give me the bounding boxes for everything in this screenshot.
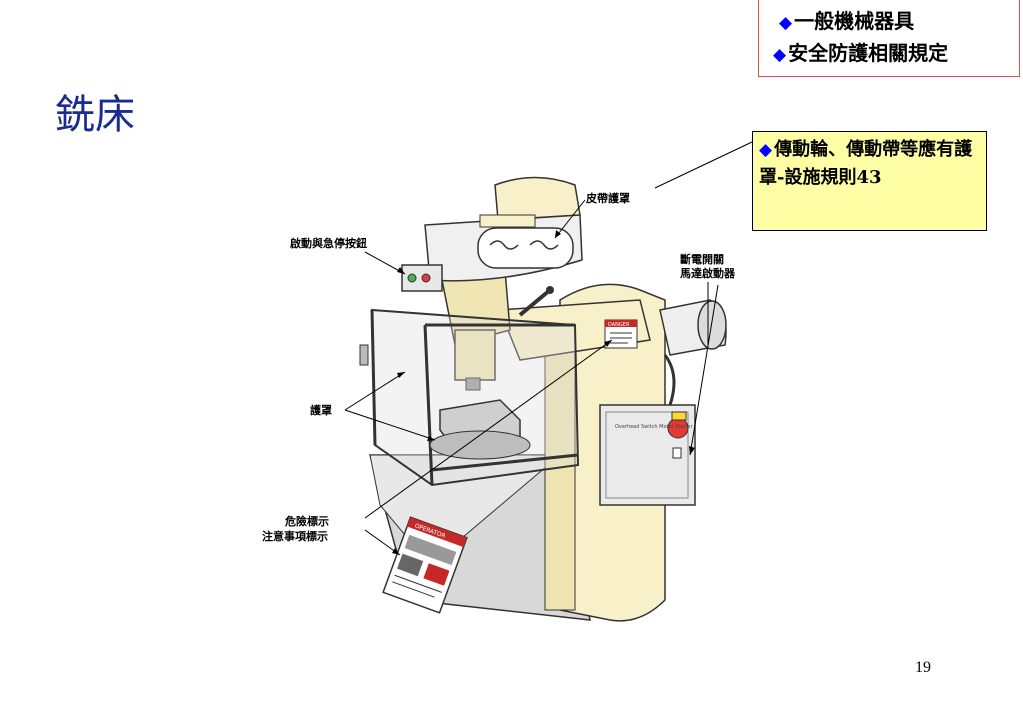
- operator-notice-card: OPERATOR: [382, 516, 468, 614]
- spindle-housing: [454, 329, 496, 381]
- danger-arrow: [364, 339, 613, 519]
- quill-handle: [518, 288, 552, 317]
- guard-handle: [359, 344, 369, 366]
- motor-end: [697, 300, 727, 350]
- regulation-category-box: ◆一般機械器具 ◆安全防護相關規定: [758, 0, 1020, 77]
- regulation-note-text: 傳動輪、傳動帶等應有護罩-設施規則43: [759, 139, 973, 188]
- guard-frame-bottom: [431, 453, 579, 472]
- label-guard: 護罩: [310, 403, 332, 417]
- handle-knob: [546, 286, 554, 294]
- diamond-bullet-icon: ◆: [779, 13, 793, 33]
- panel-text: Overhead Switch Motor Starter: [615, 424, 693, 430]
- panel-inner: [605, 411, 689, 499]
- housing-collar: [479, 214, 536, 228]
- diamond-bullet-icon: ◆: [759, 140, 773, 160]
- rotary-table: [429, 430, 531, 460]
- label-breaker-2: 馬達啟動器: [680, 266, 736, 280]
- slide-title: 銑床: [55, 92, 135, 138]
- label-belt-guard: 皮帶護罩: [585, 191, 630, 205]
- category-text-1: 一般機械器具: [794, 9, 915, 33]
- page-number: 19: [915, 659, 931, 676]
- panel-switch: [672, 447, 682, 459]
- spindle: [465, 377, 481, 391]
- stop-button: [421, 273, 431, 283]
- category-text-2: 安全防護相關規定: [788, 41, 949, 65]
- belt-swirl-left: [489, 240, 519, 250]
- label-breaker-1: 斷電開關: [680, 252, 724, 266]
- guard-frame-left: [370, 309, 377, 446]
- diamond-bullet-icon: ◆: [773, 45, 787, 65]
- start-button: [407, 273, 417, 283]
- top-housing: [494, 176, 581, 221]
- label-start-stop: 啟動與急停按鈕: [290, 236, 367, 250]
- guard-arrow-1: [344, 371, 406, 411]
- switch-label-plate: [671, 411, 687, 421]
- label-danger-1: 危險標示: [284, 514, 329, 528]
- guard-arrow-2: [344, 409, 436, 441]
- regulation-note-box: ◆傳動輪、傳動帶等應有護罩-設施規則43: [752, 131, 987, 231]
- category-line-1: ◆一般機械器具: [759, 6, 1019, 38]
- guard-frame-front: [423, 324, 434, 486]
- conduit: [663, 354, 676, 406]
- danger-sign-header: [605, 320, 637, 327]
- note-leader-line: [654, 141, 753, 189]
- belt-guard-arrow: [554, 199, 586, 239]
- belt-swirl-right: [529, 240, 559, 250]
- breaker-arrow-2: [689, 284, 719, 456]
- label-danger-2: 注意事項標示: [262, 529, 328, 543]
- belt-guard-window: [477, 227, 574, 269]
- category-line-2: ◆安全防護相關規定: [759, 38, 1019, 70]
- danger-sign-text: DANGER: [608, 322, 630, 328]
